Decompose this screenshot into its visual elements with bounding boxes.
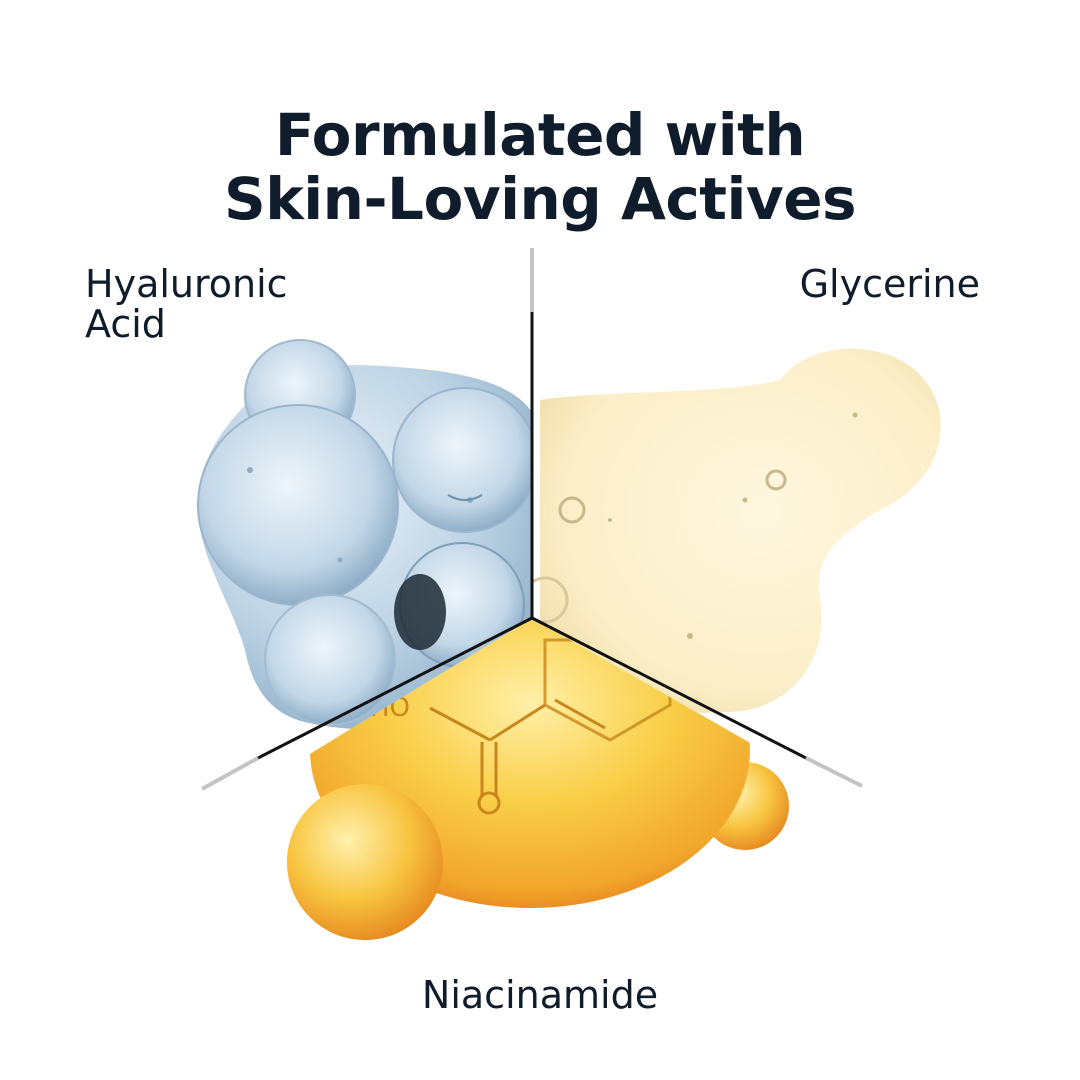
glycerine-speck [742, 497, 748, 503]
divider-right [531, 616, 807, 760]
glycerine-label: Glycerine [799, 262, 980, 306]
hyaluronic-bubble [264, 594, 396, 726]
divider-left [257, 616, 533, 760]
divider-right-end [805, 756, 863, 788]
glycerine-drop [540, 348, 941, 713]
niacinamide-droplet-front [287, 784, 443, 940]
glycerine-illustration [532, 348, 941, 713]
glycerine-bubble [532, 576, 569, 624]
hyaluronic-bubble [392, 387, 532, 533]
hyaluronic-highlight [447, 494, 483, 501]
hyaluronic-bubble-shadow [394, 574, 446, 650]
hyaluronic-speck [337, 557, 343, 563]
niacinamide-label: Niacinamide [421, 973, 659, 1017]
glycerine-bubble [765, 469, 787, 491]
glycerine-speck [687, 633, 693, 639]
segment-dividers [201, 248, 863, 791]
title-line-1: Formulated with [274, 100, 806, 169]
hyaluronic-acid-label-line-2: Acid [85, 302, 166, 346]
glycerine-speck [852, 412, 858, 418]
glycerine-bubble [558, 496, 586, 524]
title-line-2: Skin-Loving Actives [223, 164, 857, 233]
hyaluronic-speck [247, 467, 253, 473]
hyaluronic-acid-label: Hyaluronic Acid [85, 264, 288, 344]
divider-left-end [201, 756, 259, 791]
hyaluronic-acid-label-line-1: Hyaluronic [85, 262, 288, 306]
glycerine-speck [608, 518, 612, 522]
hyaluronic-acid-illustration [197, 339, 532, 730]
page-title: Formulated with Skin-Loving Actives [0, 103, 1080, 231]
hyaluronic-bubble [197, 404, 399, 606]
